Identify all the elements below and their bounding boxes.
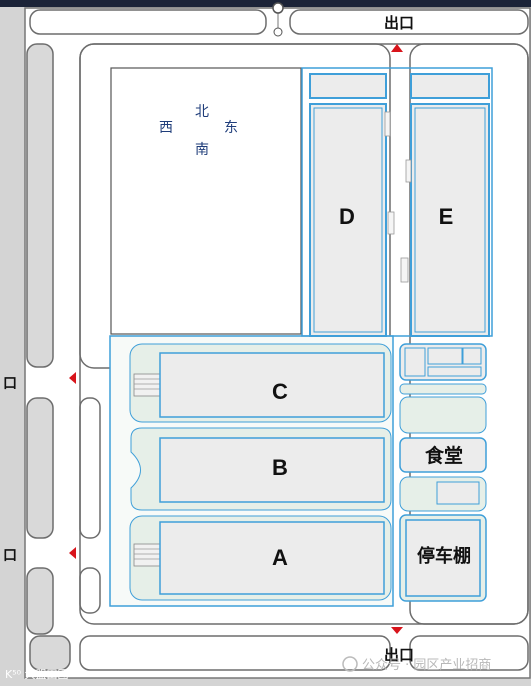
watermark-left: K⁵⁰ 大盟田图: [5, 667, 69, 681]
carport-label: 停车棚: [417, 545, 471, 566]
compass-west: 西: [159, 120, 173, 136]
annex-d: [309, 73, 387, 99]
building-d[interactable]: [309, 103, 387, 337]
annex-e: [410, 73, 490, 99]
window-top-bar: [0, 0, 531, 7]
inner-block-mid-left: [79, 397, 101, 539]
open-plot: 北 南 东 西: [110, 67, 302, 335]
road-edge-top-right: [289, 9, 529, 35]
building-b[interactable]: [159, 437, 385, 503]
outer-block-bottom-left: [29, 635, 71, 671]
building-c-label: C: [272, 379, 288, 404]
road-edge-bottom-right: [409, 635, 529, 671]
buildings: D E C B A 食堂 停车棚: [159, 73, 490, 602]
resize-handle-icon[interactable]: [273, 27, 283, 37]
outer-block-left-bottom: [26, 567, 54, 635]
building-c[interactable]: [159, 352, 385, 418]
exit-left-lower-marker-icon[interactable]: [69, 547, 76, 559]
exit-top-label: 出口: [384, 14, 414, 32]
exits: 出口 出口 口 口: [3, 14, 414, 664]
green-strip: [399, 383, 487, 395]
rotate-handle-icon[interactable]: [272, 2, 284, 14]
building-a[interactable]: [159, 521, 385, 595]
exit-left-upper-label: 口: [3, 376, 17, 392]
entrance-stairs: [133, 373, 161, 567]
exit-top-marker-icon[interactable]: [391, 44, 403, 52]
stair-c: [133, 373, 161, 397]
compass-north: 北: [195, 104, 209, 120]
watermark: K⁵⁰ 大盟田图 公众号 · 园区产业招商: [5, 656, 491, 681]
exit-left-upper-marker-icon[interactable]: [69, 372, 76, 384]
stair-a: [133, 543, 161, 567]
wechat-icon: [342, 656, 358, 672]
exit-left-lower-label: 口: [3, 548, 17, 564]
building-a-label: A: [272, 545, 288, 570]
vacant-plot: [110, 67, 302, 335]
canteen[interactable]: [399, 437, 487, 473]
exit-bottom-marker-icon[interactable]: [391, 627, 403, 634]
inner-ring-road: [79, 43, 529, 625]
inner-block-low-left: [79, 567, 101, 614]
road-edge-bottom-mid: [79, 635, 391, 671]
compass-south: 南: [195, 142, 209, 158]
outer-block-left-mid: [26, 397, 54, 539]
building-e[interactable]: [410, 103, 490, 337]
carport[interactable]: [405, 519, 481, 597]
green-plot-1: [399, 396, 487, 434]
north-zone-outline: [301, 67, 493, 337]
building-d-label: D: [339, 204, 355, 229]
utility-box: [436, 481, 480, 505]
exit-bottom-label: 出口: [384, 646, 414, 664]
building-e-label: E: [439, 204, 454, 229]
canteen-label: 食堂: [425, 444, 463, 467]
watermark-right: 公众号 · 园区产业招商: [362, 658, 491, 673]
compass-east: 东: [224, 120, 238, 136]
outer-block-left-top: [26, 43, 54, 368]
road-edge-top-left: [29, 9, 267, 35]
building-b-label: B: [272, 455, 288, 480]
